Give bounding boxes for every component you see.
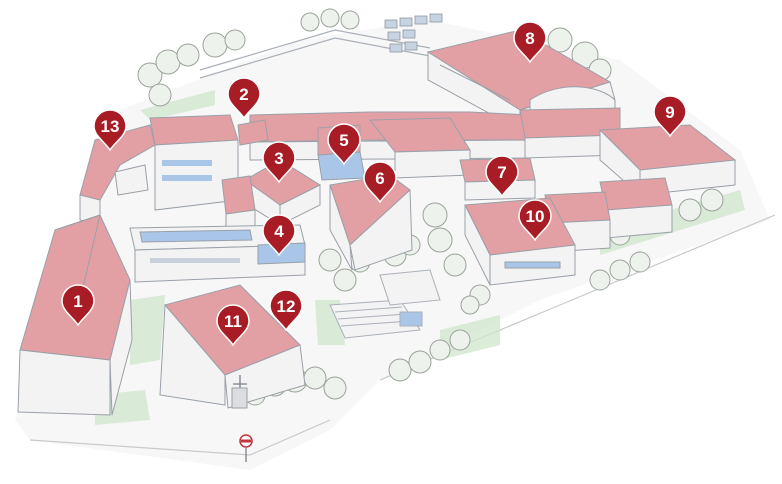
map-marker-9[interactable]: 9 [653,95,687,137]
map-marker-label: 11 [224,312,242,331]
map-marker-label: 7 [497,163,506,182]
map-marker-label: 10 [526,207,545,226]
map-marker-label: 8 [525,29,534,48]
map-marker-label: 12 [277,297,296,316]
central-building-block [249,107,621,179]
map-marker-2[interactable]: 2 [227,77,261,119]
building-6 [329,174,413,271]
building-13 [79,114,239,226]
map-marker-1[interactable]: 1 [61,284,95,326]
map-marker-13[interactable]: 13 [93,109,127,151]
map-marker-6[interactable]: 6 [363,161,397,203]
map-marker-label: 1 [73,292,82,311]
building-10 [464,197,576,286]
map-marker-11[interactable]: 11 [216,304,250,346]
map-marker-12[interactable]: 12 [269,289,303,331]
map-marker-label: 6 [375,169,384,188]
plaza-steps [329,269,441,339]
map-marker-7[interactable]: 7 [485,155,519,197]
map-marker-8[interactable]: 8 [513,21,547,63]
map-marker-label: 13 [101,117,120,136]
map-marker-4[interactable]: 4 [262,214,296,256]
map-marker-label: 9 [665,103,674,122]
map-marker-10[interactable]: 10 [518,199,552,241]
map-marker-3[interactable]: 3 [262,141,296,183]
map-marker-label: 5 [339,131,348,150]
building-4 [129,224,306,283]
map-marker-label: 4 [274,222,284,241]
map-markers: 1 2 3 4 5 6 7 8 [61,21,687,346]
map-marker-label: 2 [239,85,248,104]
map-marker-5[interactable]: 5 [327,123,361,165]
map-marker-label: 3 [274,149,283,168]
parking-lot [384,13,443,53]
no-entry-sign-icon [239,434,253,462]
